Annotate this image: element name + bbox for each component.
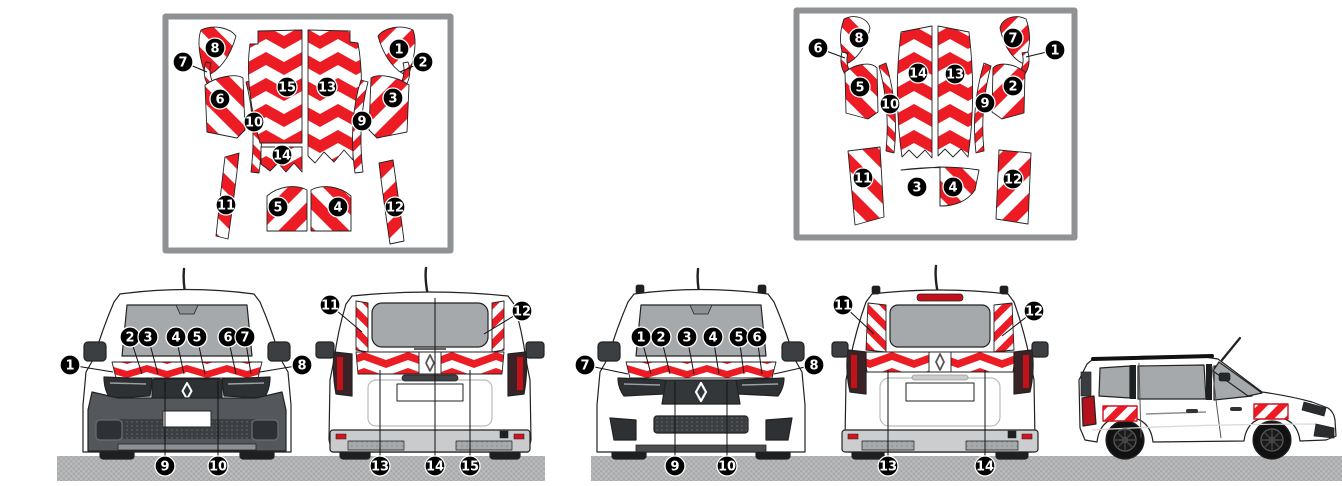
mpv-rear-decal-right-pillar bbox=[993, 302, 1015, 353]
van-rear-reflector-right bbox=[513, 433, 525, 440]
van-front-chevron-band bbox=[111, 361, 263, 379]
side-headlight bbox=[1301, 401, 1327, 417]
van-front-skid-plate bbox=[117, 443, 257, 451]
side-decal-front-fender bbox=[1253, 403, 1289, 420]
decal-piece-3 bbox=[368, 75, 410, 139]
panel-right-frame bbox=[793, 7, 1078, 241]
side-handle-rear bbox=[1186, 409, 1198, 413]
van-rear-view bbox=[315, 266, 545, 460]
mpv-front-headlight-right bbox=[735, 377, 785, 397]
van-front-headlight-right bbox=[221, 376, 271, 399]
mpv-rear-brake-light bbox=[916, 293, 964, 302]
decal-piece-r14 bbox=[896, 25, 933, 159]
mpv-front-view bbox=[596, 267, 806, 460]
decal-piece-r2 bbox=[991, 63, 1026, 120]
mpv-front-chevron-band bbox=[625, 361, 777, 379]
side-decal-rear-quarter bbox=[1102, 405, 1138, 422]
decal-piece-r12 bbox=[995, 149, 1032, 225]
van-front-grille-mesh bbox=[118, 419, 256, 439]
mpv-front-fog-left bbox=[609, 417, 637, 441]
side-roof-rails bbox=[1091, 354, 1214, 361]
van-rear-license-plate bbox=[396, 383, 464, 402]
decal-piece-r5 bbox=[844, 63, 879, 120]
mpv-rear-mirror-left bbox=[831, 341, 849, 358]
van-front-headlight-left bbox=[103, 376, 153, 399]
rear-window bbox=[371, 302, 489, 348]
decal-layout-panel-right bbox=[793, 7, 1078, 241]
decal-piece-4 bbox=[310, 186, 352, 232]
rearview-mirror-tab bbox=[689, 304, 713, 315]
windshield-side bbox=[1212, 361, 1263, 397]
mpv-rear-roofbar-left bbox=[871, 285, 881, 295]
decal-piece-r13 bbox=[937, 25, 974, 158]
mpv-rear-view bbox=[831, 264, 1049, 460]
van-rear-handle bbox=[401, 374, 459, 382]
side-mirror bbox=[1218, 372, 1231, 382]
van-rear-mirror-left bbox=[315, 341, 335, 359]
van-rear-reflector-left bbox=[335, 433, 347, 440]
decal-piece-6 bbox=[204, 75, 246, 139]
mpv-front-lower-intake bbox=[653, 415, 749, 434]
side-antenna bbox=[1220, 336, 1242, 362]
decal-piece-15 bbox=[248, 29, 303, 144]
van-front-view bbox=[82, 267, 292, 460]
mpv-rear-handle bbox=[911, 374, 969, 381]
mpv-front-headlight-left bbox=[617, 377, 667, 397]
mpv-rear-reflector-left bbox=[847, 433, 859, 440]
renault-diamond-icon bbox=[425, 354, 435, 372]
mpv-side-view bbox=[1078, 336, 1337, 460]
mpv-front-mirror-left bbox=[597, 341, 621, 362]
van-front-license-plate bbox=[162, 410, 212, 428]
ground-strip-left bbox=[57, 456, 545, 481]
mpv-front-mirror-right bbox=[781, 341, 805, 362]
renault-diamond-icon bbox=[694, 381, 708, 403]
mpv-rear-roofbar-right bbox=[999, 285, 1009, 295]
van-front-mirror-left bbox=[83, 341, 107, 362]
rear-window bbox=[889, 304, 991, 348]
van-front-mirror-right bbox=[267, 341, 291, 362]
renault-diamond-icon bbox=[935, 353, 945, 371]
side-door-window bbox=[1137, 364, 1207, 400]
side-door-seam-front bbox=[1211, 365, 1222, 439]
van-rear-decal-left-pillar bbox=[355, 300, 369, 353]
van-rear-mirror-right bbox=[525, 341, 545, 359]
van-front-fog-left bbox=[95, 419, 123, 441]
decal-piece-5 bbox=[266, 186, 308, 232]
mpv-rear-mirror-right bbox=[1031, 341, 1049, 358]
side-bumper-dark bbox=[1313, 423, 1335, 439]
mpv-front-lip bbox=[635, 444, 767, 453]
decal-layout-panel-left bbox=[162, 13, 454, 254]
side-handle-front bbox=[1230, 407, 1242, 411]
side-quarter-window bbox=[1098, 365, 1131, 399]
side-crease bbox=[1091, 423, 1317, 431]
mpv-rear-license-plate bbox=[905, 382, 975, 402]
mpv-rear-reflector-right bbox=[1021, 433, 1033, 440]
van-rear-decal-right-pillar bbox=[491, 300, 505, 353]
van-front-fog-right bbox=[251, 419, 279, 441]
mpv-rear-decal-left-pillar bbox=[865, 302, 887, 353]
side-door-seam bbox=[1138, 362, 1142, 439]
ground-strip-right bbox=[591, 456, 1342, 481]
mpv-front-fog-right bbox=[765, 417, 793, 441]
side-taillight bbox=[1081, 395, 1097, 427]
mpv-front-grille bbox=[661, 379, 741, 405]
rearview-mirror-tab bbox=[175, 304, 199, 315]
side-dpillar-trim bbox=[1080, 371, 1092, 397]
